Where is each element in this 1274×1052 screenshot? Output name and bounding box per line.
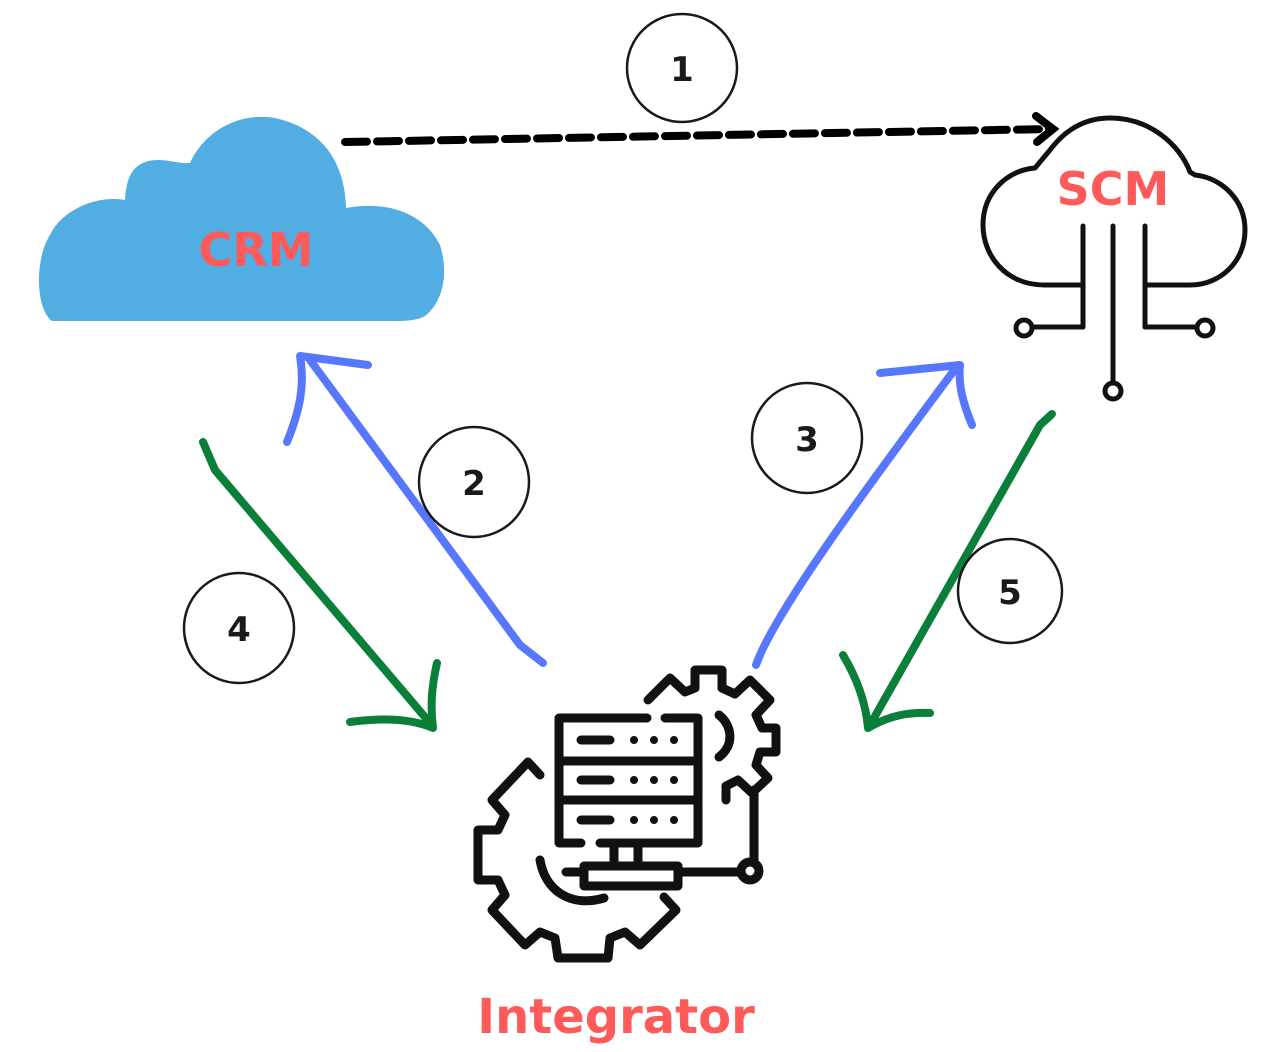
scm-node bbox=[980, 115, 1248, 402]
cloud-network-icon bbox=[980, 115, 1248, 288]
svg-text:3: 3 bbox=[795, 420, 819, 460]
crm-cloud-icon bbox=[38, 116, 445, 322]
step-badge-3: 3 bbox=[750, 381, 864, 495]
integrator-label: Integrator bbox=[477, 989, 755, 1045]
step-badge-5: 5 bbox=[956, 537, 1064, 645]
arrow-step-2 bbox=[283, 352, 547, 667]
svg-text:2: 2 bbox=[462, 464, 486, 504]
step-badge-1: 1 bbox=[625, 12, 739, 124]
scm-label: SCM bbox=[1057, 162, 1170, 216]
server-gear-icon bbox=[473, 665, 781, 963]
arrow-step-3 bbox=[752, 361, 976, 669]
crm-label: CRM bbox=[199, 223, 314, 277]
scm-node-dot-right bbox=[1194, 317, 1216, 339]
step-badge-2: 2 bbox=[417, 425, 531, 539]
svg-text:1: 1 bbox=[670, 50, 694, 90]
arrow-step-5 bbox=[839, 410, 1056, 732]
svg-text:5: 5 bbox=[998, 573, 1022, 613]
arrow-step-4 bbox=[199, 438, 441, 732]
scm-node-dot-left bbox=[1013, 317, 1035, 339]
arrow-step-1 bbox=[341, 112, 1060, 146]
scm-node-dot-bottom bbox=[1102, 380, 1124, 402]
crm-node: CRM bbox=[38, 116, 445, 322]
svg-text:4: 4 bbox=[227, 610, 251, 650]
integrator-node bbox=[473, 665, 781, 963]
step-badge-4: 4 bbox=[182, 571, 296, 685]
